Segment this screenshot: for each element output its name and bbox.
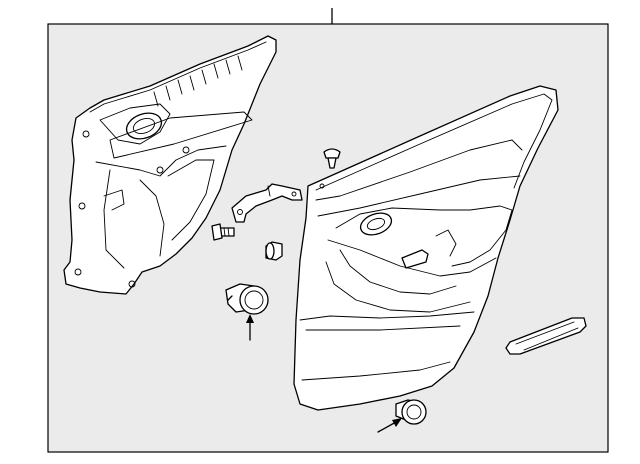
callout-arrow-left-clip — [246, 314, 254, 341]
screw — [211, 223, 235, 241]
small-retainer — [265, 241, 283, 261]
callout-arrow-bottom-clip — [377, 418, 402, 433]
door-trim-panel — [293, 85, 559, 411]
trim-clip-left — [225, 283, 269, 315]
trim-clip-bottom — [395, 399, 427, 425]
mounting-bracket — [231, 183, 303, 223]
door-inner-trim-carrier — [63, 35, 277, 295]
armrest-pull-handle — [505, 317, 587, 355]
push-pin-clip — [323, 148, 341, 169]
